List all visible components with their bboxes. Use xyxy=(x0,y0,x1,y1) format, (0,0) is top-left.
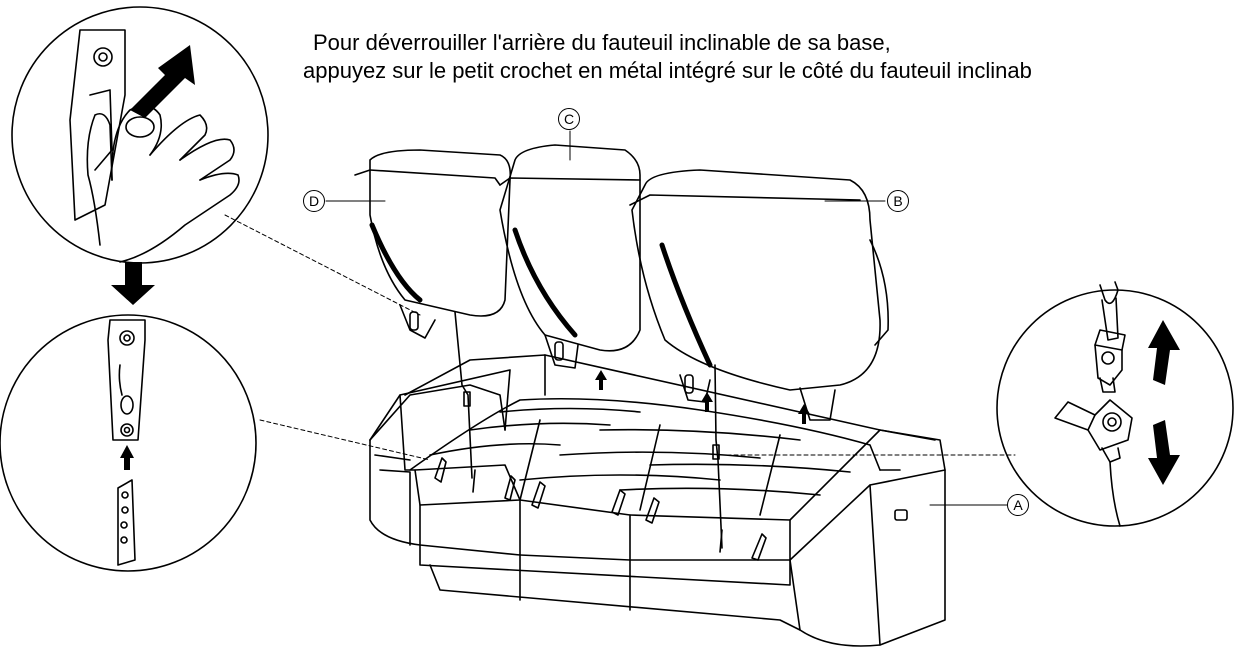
lift-arrows xyxy=(595,370,810,424)
sofa-base xyxy=(369,354,946,647)
backrest-b xyxy=(629,169,889,421)
detail-hook-connector xyxy=(996,281,1234,527)
backrest-d xyxy=(354,149,512,339)
callout-leaders xyxy=(325,130,1008,506)
arrow-up-icon xyxy=(1148,320,1180,385)
arrow-down-icon xyxy=(1148,420,1180,485)
arrow-down-icon xyxy=(111,262,155,305)
callout-c: C xyxy=(558,108,580,130)
backrest-c xyxy=(499,144,641,369)
arrow-up-icon xyxy=(120,445,134,470)
detail-hand-press xyxy=(11,6,269,264)
callout-a: A xyxy=(1007,494,1029,516)
instruction-line-1: Pour déverrouiller l'arrière du fauteuil… xyxy=(313,30,891,55)
curved-arrow-icon xyxy=(130,45,195,118)
leader-lines xyxy=(224,214,1016,461)
callout-b: B xyxy=(887,190,909,212)
detail-bracket-slot xyxy=(0,314,257,572)
instruction-line-2: appuyez sur le petit crochet en métal in… xyxy=(303,58,1032,83)
callout-d: D xyxy=(303,190,325,212)
seat-hooks xyxy=(434,457,767,561)
connector-cables xyxy=(454,311,723,549)
